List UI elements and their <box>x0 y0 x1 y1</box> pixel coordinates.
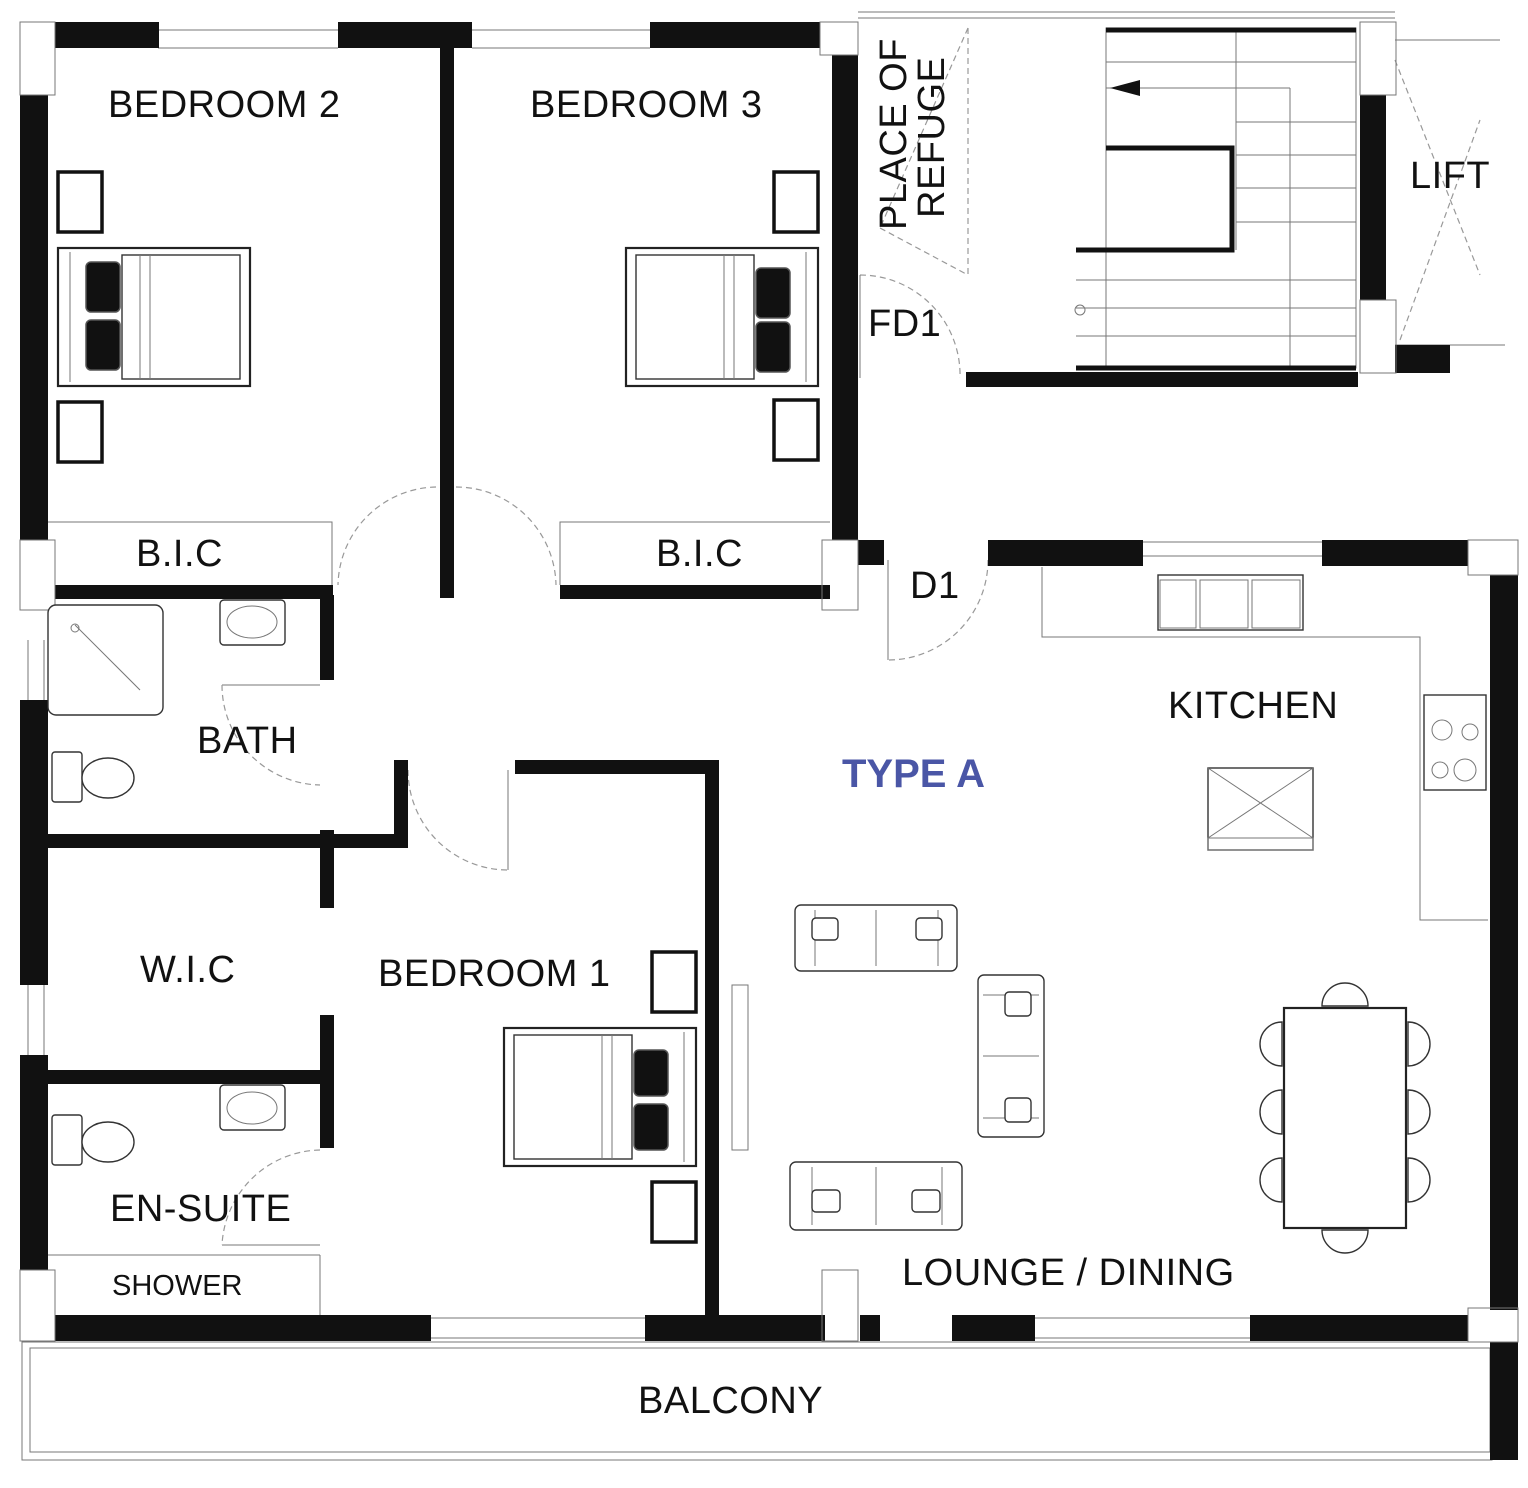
label-ensuite: EN-SUITE <box>110 1188 291 1230</box>
kitchen-fixtures <box>1157 574 1487 851</box>
bath-fixtures <box>47 599 286 1166</box>
label-type: TYPE A <box>842 752 985 796</box>
label-bedroom1: BEDROOM 1 <box>378 953 611 995</box>
label-bic-left: B.I.C <box>136 533 223 575</box>
label-wic: W.I.C <box>140 949 235 991</box>
label-balcony: BALCONY <box>638 1380 823 1422</box>
label-refuge-line1: PLACE OF <box>873 38 915 230</box>
label-lift: LIFT <box>1410 155 1490 197</box>
bed-bedroom1 <box>502 950 698 1244</box>
label-bic-right: B.I.C <box>656 533 743 575</box>
room-labels: BEDROOM 2 BEDROOM 3 PLACE OF REFUGE LIFT… <box>108 38 1490 1422</box>
label-lounge-dining: LOUNGE / DINING <box>902 1252 1235 1294</box>
sofas <box>789 904 1045 1231</box>
label-shower: SHOWER <box>112 1270 243 1302</box>
outline-lines <box>21 11 1500 1461</box>
label-d1: D1 <box>910 565 960 607</box>
label-refuge-line2: REFUGE <box>911 57 953 218</box>
label-bedroom3: BEDROOM 3 <box>530 84 763 126</box>
bed-bedroom2 <box>56 170 252 464</box>
label-kitchen: KITCHEN <box>1168 685 1338 727</box>
label-bath: BATH <box>197 720 298 762</box>
staircase <box>879 27 1505 371</box>
label-bedroom2: BEDROOM 2 <box>108 84 341 126</box>
dining-table <box>1259 982 1431 1254</box>
walls <box>20 22 1518 1460</box>
label-fd1: FD1 <box>868 303 941 345</box>
columns <box>19 21 1519 1343</box>
bed-bedroom3 <box>624 170 820 462</box>
door-swings <box>221 274 989 1246</box>
